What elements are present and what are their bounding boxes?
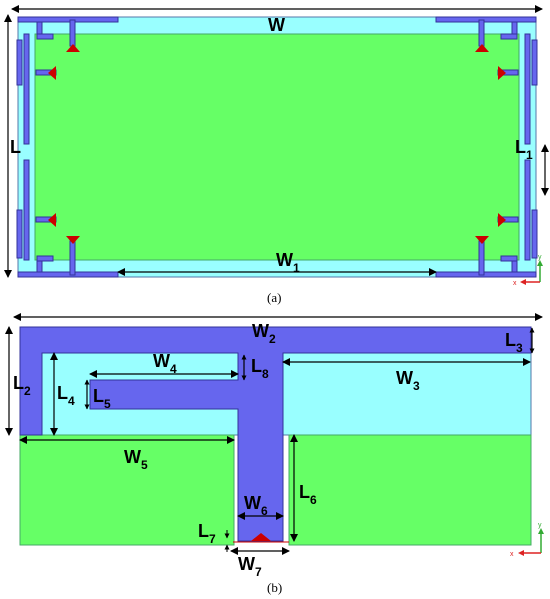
substrate-left	[19, 434, 235, 546]
label-L3: L3	[505, 330, 523, 355]
label-L: L	[10, 137, 21, 157]
port-1	[66, 44, 80, 52]
label-W3: W3	[396, 368, 420, 393]
label-W: W	[268, 15, 285, 35]
port-4	[498, 66, 506, 80]
antenna-element-top-left	[16, 16, 119, 145]
antenna-element-bottom-right	[435, 159, 538, 278]
axis-y-label: y	[538, 254, 542, 261]
label-W4: W4	[153, 351, 177, 376]
antenna-element-top-right	[435, 16, 538, 145]
radiating-element	[19, 326, 532, 542]
figure-b: W2 L3 L2 L4 L5 W4 L8 W3 W5 L6 W6 L7 W7 y…	[5, 313, 544, 595]
axis-x-label-b: x	[510, 551, 514, 558]
axis-triad-b: y x	[510, 522, 544, 558]
label-W1: W1	[276, 250, 300, 275]
feed-port	[251, 533, 271, 541]
label-L4: L4	[57, 383, 75, 408]
label-W2: W2	[252, 321, 276, 346]
port-7	[498, 213, 506, 227]
port-8	[475, 236, 489, 244]
label-L1: L1	[515, 137, 533, 162]
label-W6: W6	[244, 493, 268, 518]
label-L7: L7	[198, 521, 216, 546]
port-5	[48, 213, 56, 227]
port-3	[475, 44, 489, 52]
substrate	[34, 33, 520, 261]
feed-ports	[48, 44, 506, 244]
label-L6: L6	[299, 482, 317, 507]
figure-a: W L L1 W1 y x (a)	[4, 5, 549, 305]
axis-x-label: x	[513, 280, 517, 287]
label-W5: W5	[124, 447, 148, 472]
label-L5: L5	[93, 386, 111, 411]
caption-b: (b)	[267, 580, 282, 595]
port-2	[48, 66, 56, 80]
label-L2: L2	[13, 373, 31, 398]
label-W7: W7	[238, 554, 262, 579]
substrate-right	[288, 434, 532, 546]
axis-y-label-b: y	[538, 522, 542, 529]
caption-a: (a)	[267, 290, 281, 305]
axis-triad-a: y x	[513, 254, 543, 287]
label-L8: L8	[251, 356, 269, 381]
port-6	[66, 236, 80, 244]
